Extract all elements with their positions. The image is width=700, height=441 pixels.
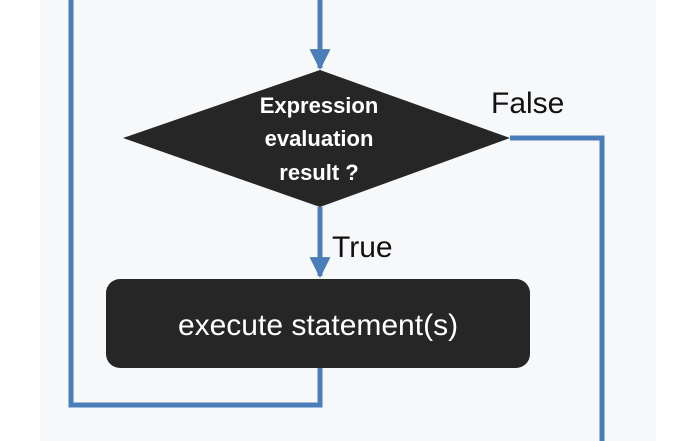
false-label: False — [491, 87, 564, 120]
true-label: True — [332, 231, 393, 264]
decision-diamond — [123, 70, 510, 207]
process-box — [106, 279, 530, 368]
process-label: execute statement(s) — [178, 309, 458, 342]
decision-line-2: evaluation — [265, 126, 374, 151]
false-branch-connector — [510, 135, 605, 441]
loop-back-connector — [68, 0, 323, 408]
decision-line-1: Expression — [260, 93, 379, 118]
decision-line-3: result ? — [279, 160, 358, 185]
